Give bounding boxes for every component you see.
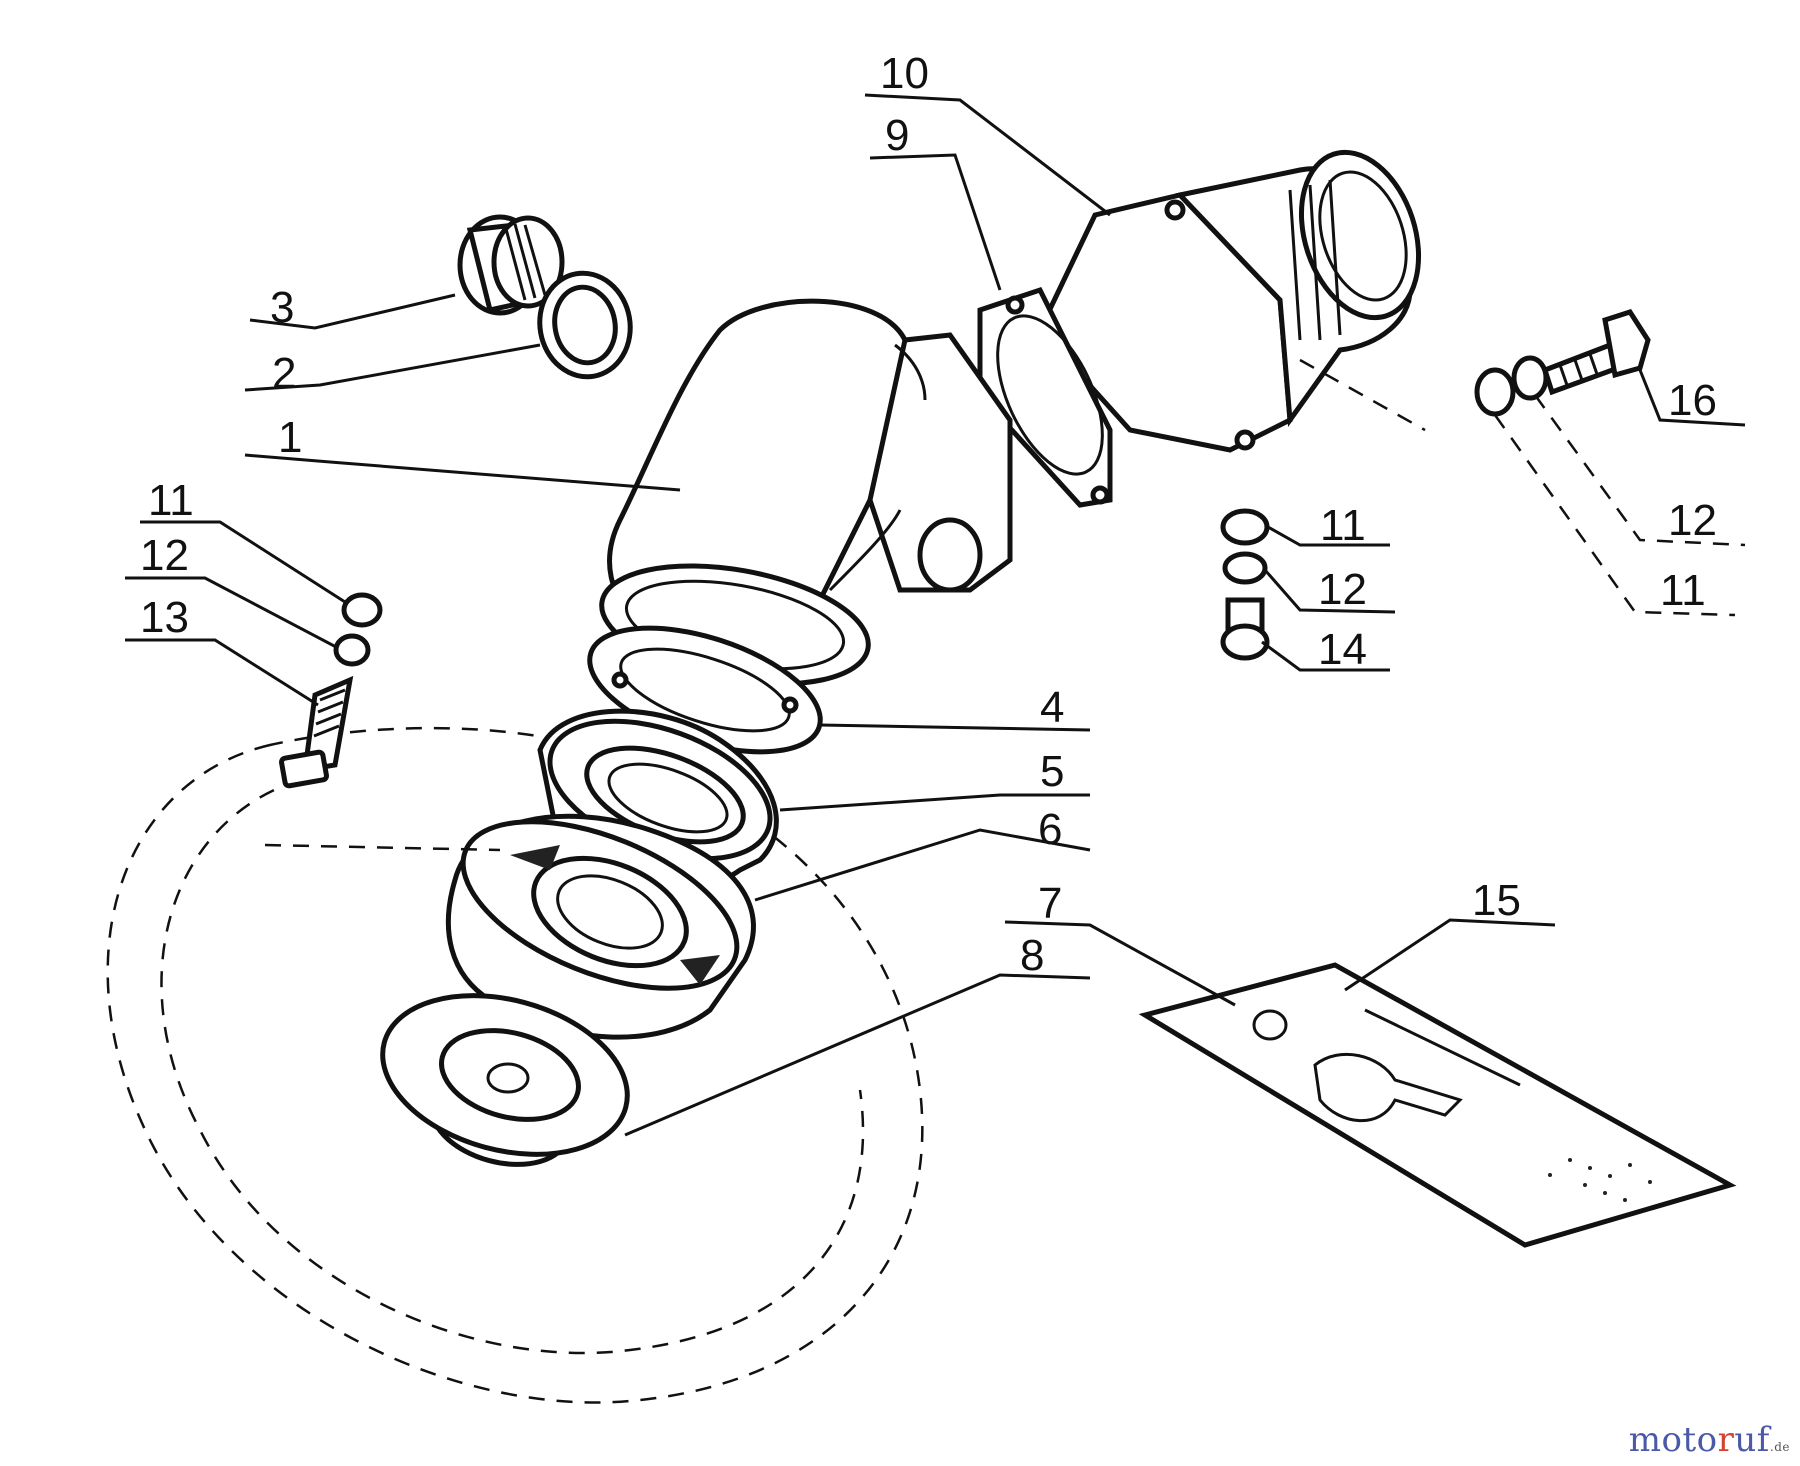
watermark-part-c: uf <box>1734 1420 1770 1460</box>
callout-9: 9 <box>885 111 909 160</box>
watermark-logo: motoruf.de <box>1629 1420 1790 1460</box>
callout-14: 14 <box>1318 625 1367 674</box>
part-2-washer <box>537 270 633 380</box>
callout-5: 5 <box>1040 747 1064 796</box>
callout-16: 16 <box>1668 376 1717 425</box>
part-3-plug <box>457 214 565 316</box>
callout-11-mid: 11 <box>1320 501 1366 550</box>
callout-labels: 10 9 3 2 1 11 12 13 11 12 14 16 12 11 4 … <box>140 49 1717 980</box>
callout-12-mid: 12 <box>1318 565 1367 614</box>
callout-12-right: 12 <box>1668 496 1717 545</box>
part-15-nameplate <box>1138 962 1737 1248</box>
callout-10: 10 <box>880 49 929 98</box>
watermark-suffix: .de <box>1769 1440 1790 1454</box>
part-1-gear-head <box>599 298 1013 687</box>
hardware-right-group <box>1474 309 1651 417</box>
leader-lines <box>125 93 1746 1137</box>
callout-15: 15 <box>1472 876 1521 925</box>
part-10-shaft-housing <box>1037 149 1422 453</box>
callout-11-right: 11 <box>1660 566 1706 615</box>
watermark-part-b: r <box>1717 1420 1735 1460</box>
callout-13: 13 <box>140 593 189 642</box>
callout-8: 8 <box>1020 931 1044 980</box>
callout-12-left: 12 <box>140 531 189 580</box>
callout-7: 7 <box>1038 879 1062 928</box>
callout-3: 3 <box>270 283 294 332</box>
hardware-left-group <box>279 592 383 789</box>
callout-1: 1 <box>278 413 302 462</box>
blade-guard-inner <box>160 778 865 1355</box>
hardware-middle-group <box>1220 508 1270 661</box>
callout-4: 4 <box>1040 683 1064 732</box>
part-6-holder-cup <box>445 813 756 1040</box>
watermark-part-a: moto <box>1628 1420 1718 1460</box>
callout-11-left: 11 <box>148 476 194 525</box>
callout-6: 6 <box>1038 805 1062 854</box>
callout-2: 2 <box>272 349 296 398</box>
part-8-flange <box>380 993 630 1167</box>
